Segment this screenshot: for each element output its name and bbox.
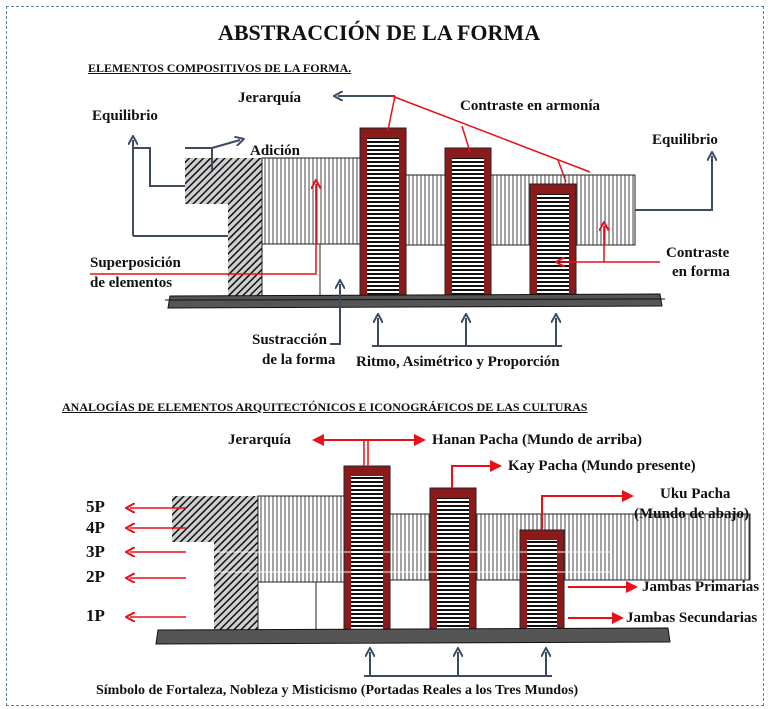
facade1-connectors <box>90 95 713 347</box>
portal-mid-inner <box>452 158 484 300</box>
uku-arrow <box>541 490 634 530</box>
equilibrio-right-connector <box>635 160 713 211</box>
hatched-pillar <box>228 200 263 298</box>
contraste-armonia-line <box>391 95 591 173</box>
label-contraste-forma-1: Contraste <box>666 245 730 261</box>
equilibrio-left-connector <box>132 147 185 236</box>
striped-volume-2 <box>257 495 347 583</box>
label-jambas-primarias: Jambas Primarias <box>642 579 760 595</box>
page-frame <box>6 6 764 706</box>
facade-composition <box>164 127 666 309</box>
jerarquia-red-line <box>387 95 396 131</box>
label-hanan-pacha: Hanan Pacha (Mundo de arriba) <box>432 432 643 448</box>
label-level-2p: 2P <box>86 567 105 586</box>
kay-arrow <box>451 460 502 488</box>
label-sustraccion-2: de la forma <box>262 352 336 368</box>
base-plinth-2 <box>155 627 671 645</box>
label-simbolo: Símbolo de Fortaleza, Nobleza y Misticis… <box>96 683 579 698</box>
label-level-4p: 4P <box>86 518 105 537</box>
label-jambas-secundarias: Jambas Secundarias <box>626 610 758 626</box>
label-jerarquia-2: Jerarquía <box>228 432 292 448</box>
label-jerarquia: Jerarquía <box>238 90 302 106</box>
horizontal-band <box>404 174 636 246</box>
sustraccion-connector <box>330 288 341 345</box>
hatched-pillar-2 <box>214 540 258 632</box>
portal-tall-inner <box>367 138 399 300</box>
hatched-volume-top <box>185 158 275 204</box>
portal-mid-2-inner <box>437 498 469 634</box>
subtracted-void <box>261 243 321 299</box>
facade-analogies <box>120 465 751 645</box>
subtracted-void-2 <box>257 581 317 633</box>
label-contraste-forma-2: en forma <box>672 264 730 280</box>
portal-low-inner <box>537 194 569 300</box>
label-contraste-armonia: Contraste en armonía <box>460 98 600 114</box>
label-equilibrio-left: Equilibrio <box>92 108 158 124</box>
label-adicion: Adición <box>250 143 301 159</box>
contraste-red-mid <box>461 125 471 153</box>
hatched-volume-top-2 <box>172 496 268 542</box>
label-level-3p: 3P <box>86 542 105 561</box>
section1-heading: ELEMENTOS COMPOSITIVOS DE LA FORMA. <box>88 61 352 75</box>
label-ritmo: Ritmo, Asimétrico y Proporción <box>356 354 560 370</box>
label-uku-pacha-1: Uku Pacha <box>660 486 731 502</box>
section2-heading: ANALOGÍAS DE ELEMENTOS ARQUITECTÓNICOS E… <box>62 400 588 414</box>
label-level-5p: 5P <box>86 497 105 516</box>
contraste-red-low <box>557 159 567 183</box>
label-uku-pacha-2: (Mundo de abajo) <box>634 506 750 522</box>
superposicion-connector <box>90 186 317 275</box>
label-equilibrio-right: Equilibrio <box>652 132 718 148</box>
facade2-connectors <box>130 434 638 677</box>
label-kay-pacha: Kay Pacha (Mundo presente) <box>508 458 696 474</box>
portal-low-2-inner <box>527 540 557 634</box>
portal-tall-2-inner <box>351 476 383 634</box>
page-title: ABSTRACCIÓN DE LA FORMA <box>218 20 541 45</box>
label-level-1p: 1P <box>86 606 105 625</box>
label-sustraccion-1: Sustracción <box>252 332 327 348</box>
striped-volume <box>261 157 363 245</box>
label-superposicion-1: Superposición <box>90 255 181 271</box>
base-plinth <box>167 293 663 309</box>
label-superposicion-2: de elementos <box>90 275 173 291</box>
